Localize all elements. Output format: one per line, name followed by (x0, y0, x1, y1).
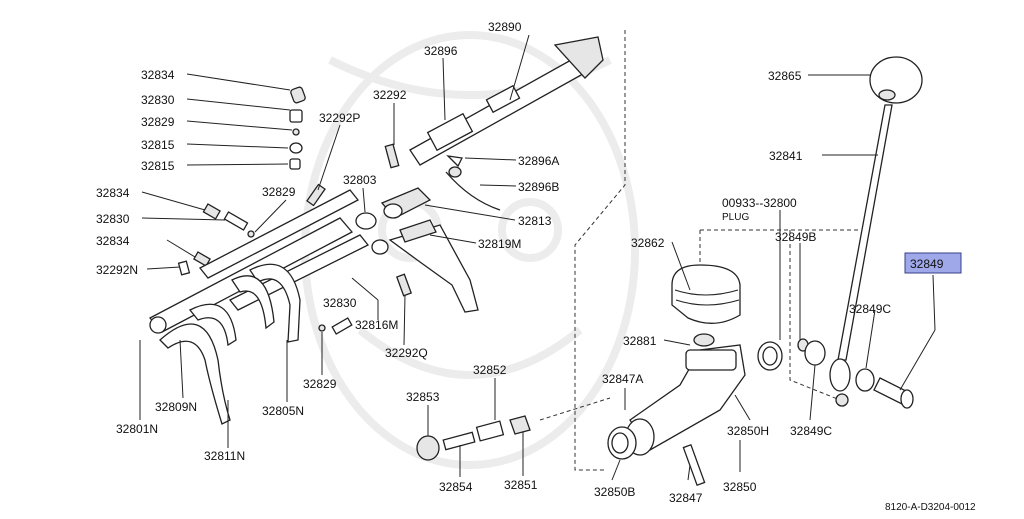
part-label[interactable]: 32890 (488, 20, 522, 34)
part-label[interactable]: 32829 (303, 377, 337, 391)
part-label[interactable]: 00933--32800 (722, 196, 797, 210)
part-label[interactable]: 32852 (473, 363, 507, 377)
part-label[interactable]: 32801N (116, 422, 158, 436)
part-label[interactable]: 32896 (424, 44, 458, 58)
shift-knob (869, 56, 923, 104)
part-label[interactable]: 32829 (262, 185, 296, 199)
highlighted-part-label[interactable]: 32849 (910, 257, 944, 271)
lever-pin-parts (445, 155, 501, 211)
shift-lever (829, 104, 893, 407)
shift-shaft-upper (409, 36, 604, 166)
detent-springs (177, 86, 413, 335)
highlighted-part-box[interactable] (904, 252, 962, 274)
part-label[interactable]: 32834 (96, 234, 130, 248)
part-label[interactable]: 32809N (155, 400, 197, 414)
part-label[interactable]: 32851 (504, 478, 538, 492)
part-label[interactable]: 32834 (96, 186, 130, 200)
leader-lines (139, 34, 936, 481)
part-label[interactable]: 32292N (96, 263, 138, 277)
part-label[interactable]: 32292Q (385, 346, 428, 360)
part-label[interactable]: 32841 (769, 149, 803, 163)
part-label[interactable]: 32896A (518, 154, 559, 168)
part-label[interactable]: 32849C (790, 424, 832, 438)
part-label[interactable]: 32849B (775, 230, 816, 244)
part-label[interactable]: 32850B (594, 485, 635, 499)
part-label[interactable]: 32816M (355, 318, 398, 332)
part-label[interactable]: 32803 (343, 173, 377, 187)
part-label[interactable]: 32847A (602, 372, 643, 386)
part-label[interactable]: 32834 (141, 68, 175, 82)
part-label[interactable]: 32815 (141, 159, 175, 173)
part-label[interactable]: 32865 (768, 69, 802, 83)
part-label[interactable]: 32854 (439, 480, 473, 494)
part-label[interactable]: 32849C (849, 302, 891, 316)
part-labels: 32890 32896 32834 32830 32829 32815 3281… (96, 20, 976, 513)
part-label[interactable]: 32819M (478, 237, 521, 251)
diagram-code: 8120-A-D3204-0012 (885, 502, 976, 513)
part-label[interactable]: 32815 (141, 138, 175, 152)
select-lever-parts (355, 187, 479, 313)
part-label[interactable]: 32896B (518, 180, 559, 194)
part-label[interactable]: 32829 (141, 115, 175, 129)
retaining-rings (757, 338, 875, 392)
part-label[interactable]: 32850H (727, 424, 769, 438)
part-label[interactable]: 32830 (96, 212, 130, 226)
part-label[interactable]: 32813 (518, 214, 552, 228)
detent-plug-assembly (416, 415, 531, 461)
part-label[interactable]: 32292P (319, 111, 360, 125)
lever-housing (607, 333, 746, 486)
part-label[interactable]: 32292 (373, 88, 407, 102)
part-label[interactable]: 32847 (669, 491, 703, 505)
part-label[interactable]: 32811N (204, 449, 245, 463)
shift-boot (671, 264, 741, 324)
part-label[interactable]: 32881 (623, 334, 657, 348)
part-label[interactable]: 32830 (141, 93, 175, 107)
part-label[interactable]: 32830 (323, 296, 357, 310)
plug-label: PLUG (722, 212, 749, 223)
part-label[interactable]: 32850 (723, 480, 757, 494)
part-label[interactable]: 32805N (262, 404, 304, 418)
lever-pin (873, 377, 914, 409)
part-label[interactable]: 32862 (631, 236, 665, 250)
shift-forks (159, 263, 301, 425)
part-label[interactable]: 32853 (406, 390, 440, 404)
